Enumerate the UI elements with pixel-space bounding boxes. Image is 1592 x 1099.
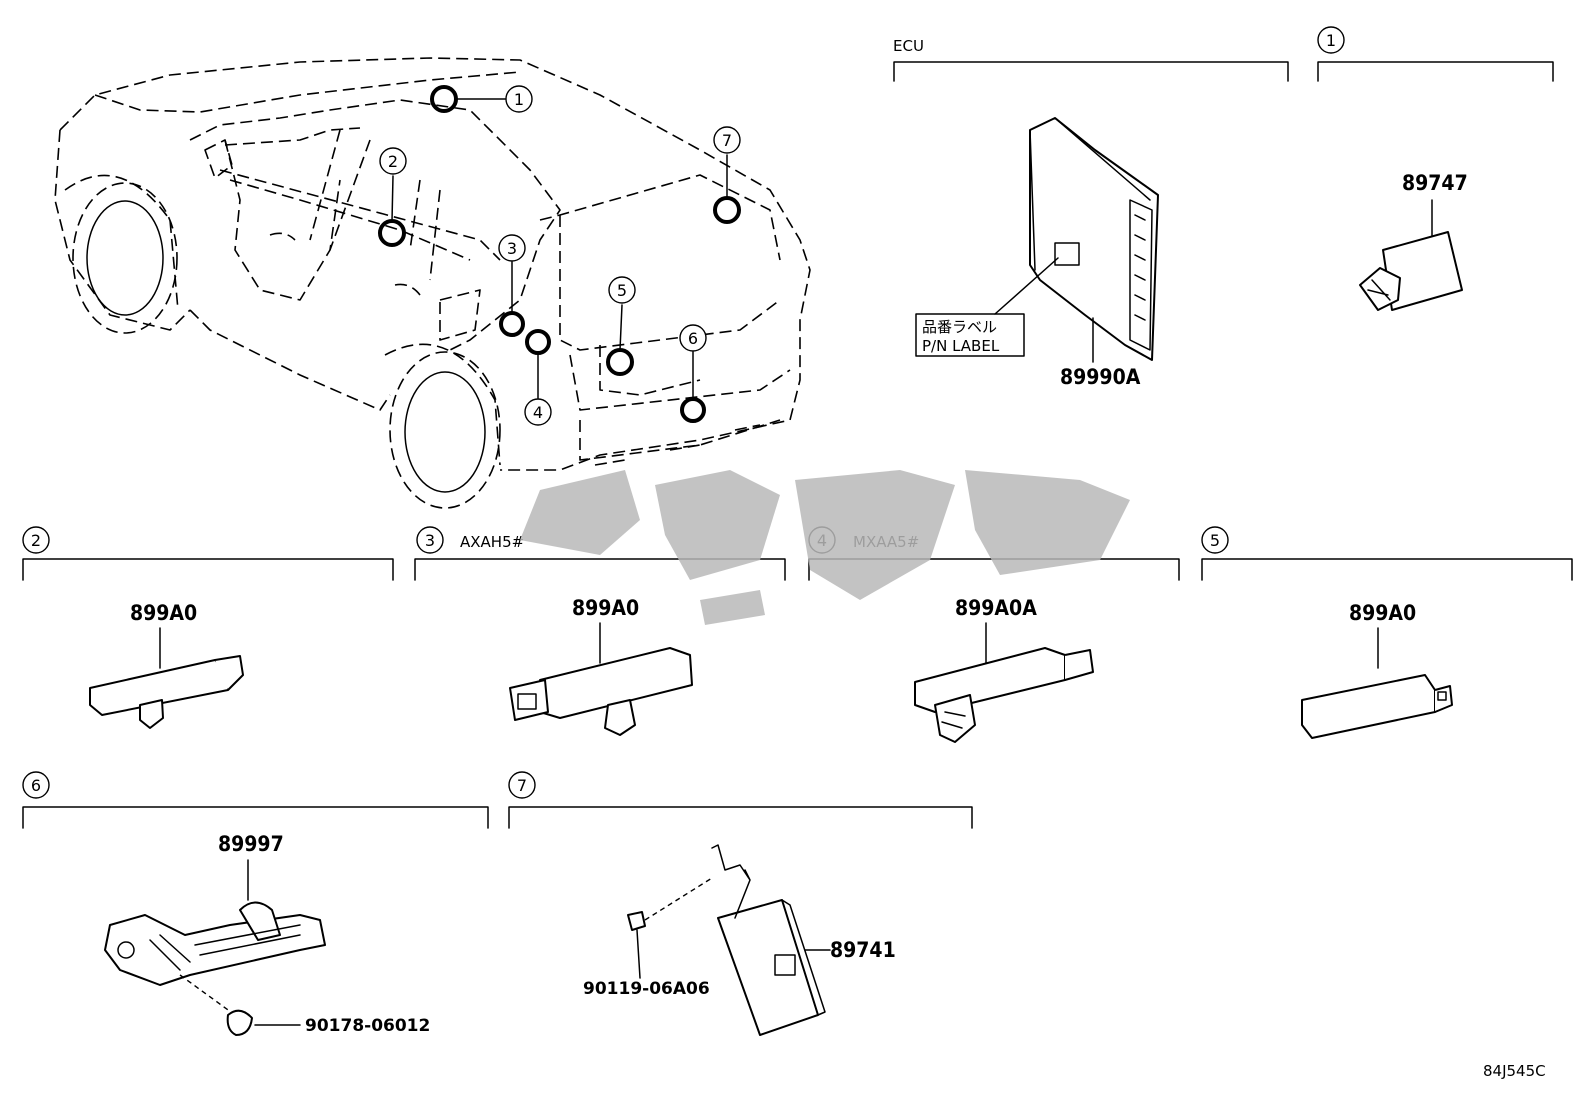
pn-label-en: P/N LABEL — [922, 337, 1000, 355]
section-3-num: 3 — [425, 531, 435, 550]
vehicle-callout-6: 6 — [679, 324, 707, 352]
section-3-part-number: 899A0 — [572, 596, 639, 620]
watermark-logo — [520, 470, 1130, 625]
vehicle-callout-3: 3 — [498, 234, 526, 262]
ecu-module-illustration — [1029, 117, 1159, 361]
section-5-part-number: 899A0 — [1349, 601, 1416, 625]
ecu-section: ECU 品番ラベル P/N LABEL 89990A — [893, 37, 1289, 389]
ecu-header: ECU — [893, 37, 924, 55]
section-7-sub-part: 90119-06A06 — [583, 979, 710, 999]
svg-text:2: 2 — [388, 152, 398, 171]
section-6-num: 6 — [31, 776, 41, 795]
section-1: 1 89747 — [1317, 26, 1554, 311]
part-899A0-illustration-c — [1301, 674, 1436, 739]
vehicle-callout-2: 2 — [379, 147, 407, 175]
section-6-sub-part: 90178-06012 — [305, 1016, 430, 1036]
section-3-variant: AXAH5# — [460, 533, 524, 551]
section-6-part-number: 89997 — [218, 832, 284, 856]
part-89741-illustration — [717, 899, 819, 1036]
vehicle-callout-rings — [378, 85, 741, 423]
section-6: 6 89997 90178-06012 — [22, 771, 489, 1036]
section-2-num: 2 — [31, 531, 41, 550]
section-7: 7 89741 90119-06A06 — [508, 771, 973, 1036]
section-7-num: 7 — [517, 776, 527, 795]
section-2-part-number: 899A0 — [130, 601, 197, 625]
section-5: 5 899A0 — [1201, 526, 1573, 739]
vehicle-callout-1: 1 — [505, 85, 533, 113]
svg-text:5: 5 — [617, 281, 627, 300]
svg-text:6: 6 — [688, 329, 698, 348]
section-2: 2 899A0 — [22, 526, 394, 729]
svg-text:1: 1 — [514, 90, 524, 109]
part-90178-06012-illustration — [226, 1009, 253, 1036]
vehicle-callout-4: 4 — [524, 398, 552, 426]
section-4-part-number: 899A0A — [955, 596, 1037, 620]
svg-text:7: 7 — [722, 131, 732, 150]
vehicle-callout-7: 7 — [713, 126, 741, 154]
section-1-num: 1 — [1326, 31, 1336, 50]
pn-label-jp: 品番ラベル — [922, 318, 997, 336]
vehicle-illustration — [54, 57, 811, 509]
section-7-part-number: 89741 — [830, 938, 896, 962]
section-3: 3 AXAH5# 899A0 — [414, 526, 786, 736]
ecu-part-number: 89990A — [1060, 365, 1141, 389]
section-5-num: 5 — [1210, 531, 1220, 550]
svg-text:3: 3 — [507, 239, 517, 258]
vehicle-callout-5: 5 — [608, 276, 636, 304]
svg-text:4: 4 — [533, 403, 543, 422]
diagram-code: 84J545C — [1483, 1062, 1546, 1080]
section-1-part-number: 89747 — [1402, 171, 1468, 195]
part-89997-illustration — [104, 914, 326, 986]
ecu-bracket — [893, 61, 1289, 82]
pn-label-box — [915, 313, 1025, 357]
part-899A0A-illustration — [914, 647, 1066, 713]
